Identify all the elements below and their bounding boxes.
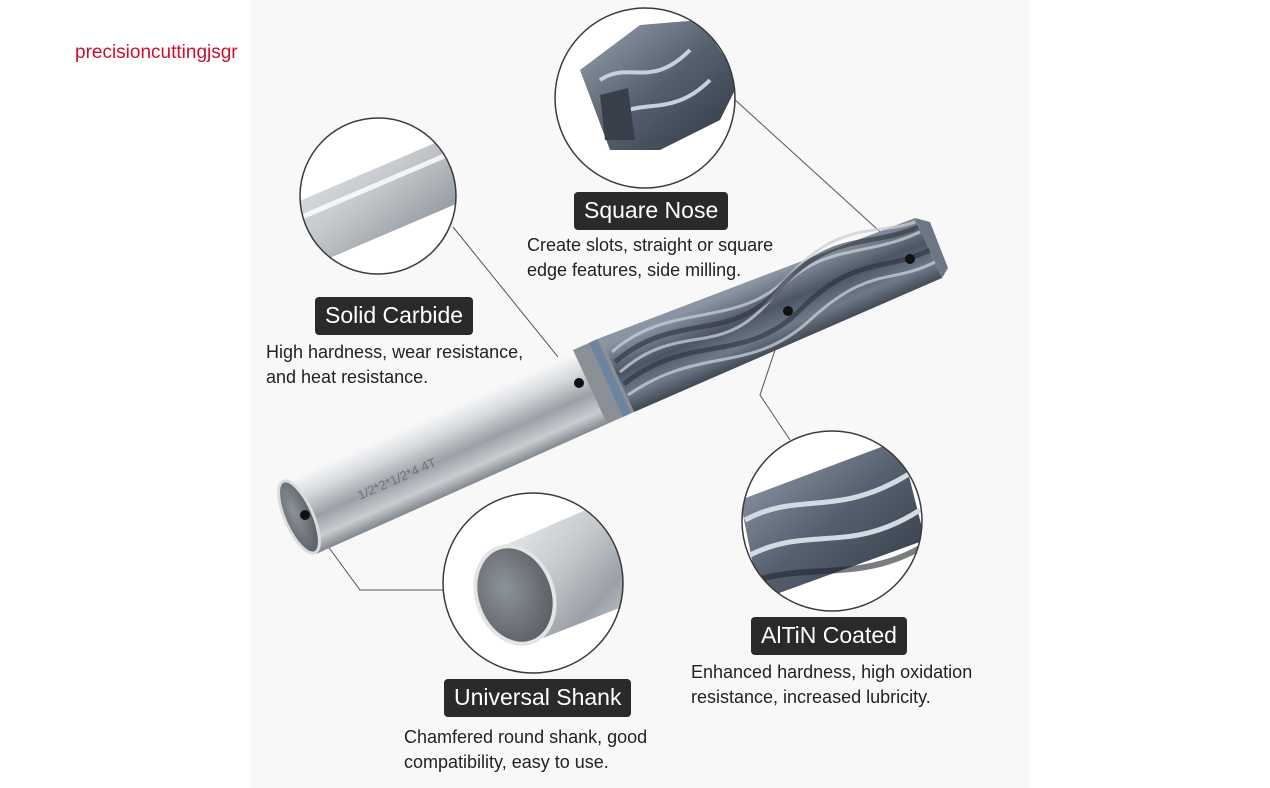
- label-altin-coated: AlTiN Coated: [751, 617, 907, 655]
- desc-line: and heat resistance.: [266, 367, 429, 387]
- desc-line: compatibility, easy to use.: [404, 752, 609, 772]
- desc-altin-coated: Enhanced hardness, high oxidation resist…: [691, 660, 972, 710]
- desc-line: resistance, increased lubricity.: [691, 687, 931, 707]
- desc-line: Enhanced hardness, high oxidation: [691, 662, 973, 682]
- desc-line: edge features, side milling.: [527, 260, 742, 280]
- label-square-nose: Square Nose: [574, 192, 729, 230]
- desc-square-nose: Create slots, straight or square edge fe…: [527, 233, 773, 283]
- label-universal-shank: Universal Shank: [444, 679, 632, 717]
- brand-watermark: precisioncuttingjsgr: [75, 42, 238, 63]
- desc-line: Create slots, straight or square: [527, 235, 774, 255]
- desc-universal-shank: Chamfered round shank, good compatibilit…: [404, 725, 647, 775]
- desc-line: High hardness, wear resistance,: [266, 342, 524, 362]
- label-solid-carbide: Solid Carbide: [315, 297, 474, 335]
- desc-solid-carbide: High hardness, wear resistance, and heat…: [266, 340, 523, 390]
- desc-line: Chamfered round shank, good: [404, 727, 648, 747]
